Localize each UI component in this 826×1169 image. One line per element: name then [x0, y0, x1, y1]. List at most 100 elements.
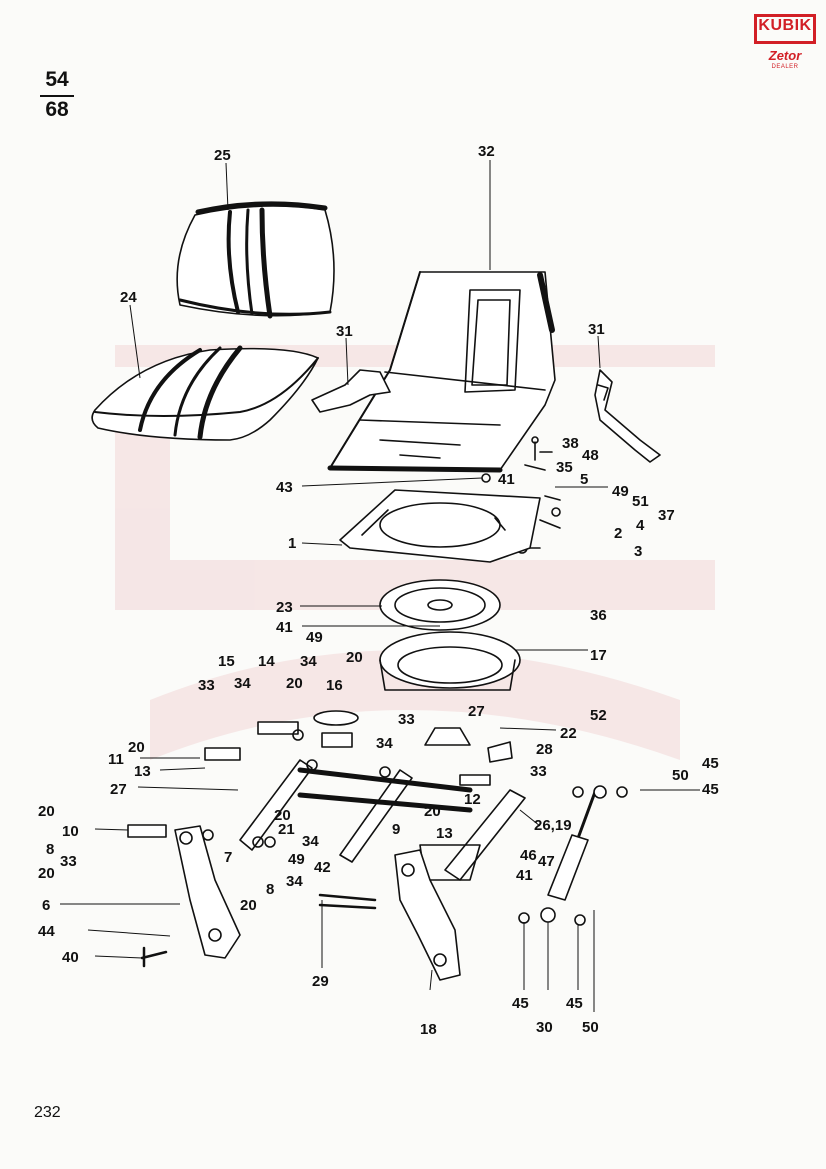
bracket-left — [311, 369, 391, 413]
cap-part-16 — [313, 710, 359, 726]
slide-plate — [339, 489, 541, 563]
callout-38: 38 — [562, 435, 579, 452]
callout-18: 18 — [420, 1021, 437, 1038]
callout-3: 3 — [634, 543, 642, 560]
callout-41-a: 41 — [498, 471, 515, 488]
callout-44: 44 — [38, 923, 55, 940]
callout-32: 32 — [478, 143, 495, 160]
callout-20-a: 20 — [346, 649, 363, 666]
block-part-28 — [487, 741, 513, 763]
shock-absorber — [540, 785, 607, 923]
callout-13-a: 13 — [134, 763, 151, 780]
callout-20-c: 20 — [128, 739, 145, 756]
callout-14: 14 — [258, 653, 275, 670]
logo-dealer: DEALER — [771, 64, 799, 70]
callout-49-c: 49 — [288, 851, 305, 868]
callout-31-left: 31 — [336, 323, 353, 340]
callout-33-c: 33 — [530, 763, 547, 780]
lever-left — [127, 824, 241, 959]
callout-8-b: 8 — [266, 881, 274, 898]
callout-37: 37 — [658, 507, 675, 524]
callout-42: 42 — [314, 859, 331, 876]
callout-24: 24 — [120, 289, 137, 306]
callout-34-b: 34 — [234, 675, 251, 692]
lever-right — [394, 849, 461, 981]
callout-41-b: 41 — [276, 619, 293, 636]
callout-26-19: 26,19 — [534, 817, 572, 834]
callout-33-a: 33 — [198, 677, 215, 694]
callout-20-e: 20 — [424, 803, 441, 820]
diagram-code-top: 54 — [45, 68, 69, 91]
callout-46: 46 — [520, 847, 537, 864]
backrest-cushion — [176, 201, 335, 319]
callout-49-b: 49 — [306, 629, 323, 646]
leader-lines — [60, 160, 700, 1012]
callout-34-a: 34 — [300, 653, 317, 670]
callout-25: 25 — [214, 147, 231, 164]
callout-30: 30 — [536, 1019, 553, 1036]
callout-9: 9 — [392, 821, 400, 838]
washers — [202, 729, 628, 926]
callout-45-c: 45 — [512, 995, 529, 1012]
callout-22: 22 — [560, 725, 577, 742]
logo-brand: KUBIK — [758, 17, 812, 34]
callout-12: 12 — [464, 791, 481, 808]
bolt-40 — [140, 946, 168, 968]
callout-36: 36 — [590, 607, 607, 624]
callout-10: 10 — [62, 823, 79, 840]
callout-27-a: 27 — [468, 703, 485, 720]
cap-part-22 — [424, 727, 471, 746]
diagram-code-bottom: 68 — [45, 98, 69, 121]
suspension-ring — [379, 631, 521, 691]
callout-40: 40 — [62, 949, 79, 966]
callout-41-c: 41 — [516, 867, 533, 884]
callout-43: 43 — [276, 479, 293, 496]
callout-5: 5 — [580, 471, 588, 488]
callout-33-d: 33 — [60, 853, 77, 870]
callout-labels: 25 32 24 31 31 38 48 35 41 5 43 49 51 37… — [38, 143, 719, 1038]
callout-27-b: 27 — [110, 781, 127, 798]
damper-disc — [379, 579, 501, 631]
callout-20-g: 20 — [38, 865, 55, 882]
callout-47: 47 — [538, 853, 555, 870]
callout-51: 51 — [632, 493, 649, 510]
callout-50-a: 50 — [672, 767, 689, 784]
callout-34-d: 34 — [302, 833, 319, 850]
callout-11: 11 — [108, 751, 124, 768]
callout-34-e: 34 — [286, 873, 303, 890]
callout-20-b: 20 — [286, 675, 303, 692]
callout-20-f: 20 — [274, 807, 291, 824]
callout-6: 6 — [42, 897, 50, 914]
bracket-right — [594, 369, 661, 463]
callout-20-d: 20 — [38, 803, 55, 820]
callout-45-d: 45 — [566, 995, 583, 1012]
callout-45-a: 45 — [702, 755, 719, 772]
callout-28: 28 — [536, 741, 553, 758]
callout-48: 48 — [582, 447, 599, 464]
callout-52: 52 — [590, 707, 607, 724]
scissor-linkage — [204, 721, 526, 881]
callout-20-h: 20 — [240, 897, 257, 914]
callout-50-b: 50 — [582, 1019, 599, 1036]
callout-4: 4 — [636, 517, 645, 534]
dealer-logo: KUBIK Zetor DEALER — [754, 14, 816, 74]
callout-1: 1 — [288, 535, 296, 552]
callout-33-b: 33 — [398, 711, 415, 728]
callout-16: 16 — [326, 677, 343, 694]
callout-45-b: 45 — [702, 781, 719, 798]
callout-49-a: 49 — [612, 483, 629, 500]
callout-23: 23 — [276, 599, 293, 616]
logo-sub: Zetor — [768, 48, 802, 63]
page-number: 232 — [34, 1104, 61, 1121]
callout-21: 21 — [278, 821, 295, 838]
callout-8-a: 8 — [46, 841, 54, 858]
logo-frame — [754, 14, 816, 44]
shaft-29 — [318, 893, 377, 910]
callout-2: 2 — [614, 525, 622, 542]
callout-34-c: 34 — [376, 735, 393, 752]
diagram-code-divider — [40, 95, 74, 97]
callout-13-b: 13 — [436, 825, 453, 842]
seat-cushion — [91, 345, 319, 441]
callout-35: 35 — [556, 459, 573, 476]
callout-15: 15 — [218, 653, 235, 670]
